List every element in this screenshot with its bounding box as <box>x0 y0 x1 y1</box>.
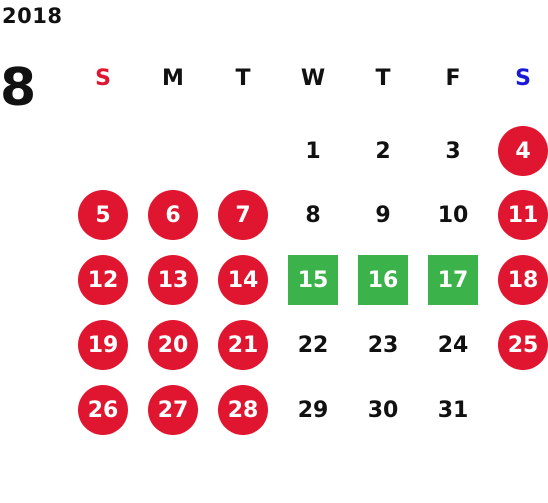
day-cell-19[interactable]: 19 <box>78 320 128 370</box>
day-cell-28[interactable]: 28 <box>218 385 268 435</box>
day-cell-21[interactable]: 21 <box>218 320 268 370</box>
year-label: 2018 <box>2 4 63 28</box>
weekday-monday: M <box>162 66 184 91</box>
day-cell-6[interactable]: 6 <box>148 190 198 240</box>
day-cell-20[interactable]: 20 <box>148 320 198 370</box>
day-cell-7[interactable]: 7 <box>218 190 268 240</box>
day-cell-27[interactable]: 27 <box>148 385 198 435</box>
day-cell-24[interactable]: 24 <box>437 332 469 358</box>
day-cell-14[interactable]: 14 <box>218 255 268 305</box>
day-cell-2[interactable]: 2 <box>375 138 391 164</box>
day-cell-8[interactable]: 8 <box>305 202 321 228</box>
day-cell-17[interactable]: 17 <box>428 255 478 305</box>
day-cell-31[interactable]: 31 <box>437 397 469 423</box>
month-number: 8 <box>0 58 37 118</box>
day-cell-3[interactable]: 3 <box>445 138 461 164</box>
day-cell-23[interactable]: 23 <box>367 332 399 358</box>
weekday-thursday: T <box>375 66 391 91</box>
day-cell-29[interactable]: 29 <box>297 397 329 423</box>
weekday-friday: F <box>445 66 461 91</box>
day-cell-4[interactable]: 4 <box>498 126 548 176</box>
weekday-wednesday: W <box>300 66 326 91</box>
day-cell-18[interactable]: 18 <box>498 255 548 305</box>
day-cell-10[interactable]: 10 <box>437 202 469 228</box>
day-cell-9[interactable]: 9 <box>375 202 391 228</box>
day-cell-1[interactable]: 1 <box>305 138 321 164</box>
day-cell-5[interactable]: 5 <box>78 190 128 240</box>
day-cell-13[interactable]: 13 <box>148 255 198 305</box>
day-cell-16[interactable]: 16 <box>358 255 408 305</box>
day-cell-25[interactable]: 25 <box>498 320 548 370</box>
day-cell-11[interactable]: 11 <box>498 190 548 240</box>
weekday-saturday: S <box>515 66 531 91</box>
day-cell-22[interactable]: 22 <box>297 332 329 358</box>
day-cell-26[interactable]: 26 <box>78 385 128 435</box>
weekday-sunday: S <box>95 66 111 91</box>
day-cell-15[interactable]: 15 <box>288 255 338 305</box>
day-cell-12[interactable]: 12 <box>78 255 128 305</box>
day-cell-30[interactable]: 30 <box>367 397 399 423</box>
weekday-tuesday: T <box>235 66 251 91</box>
